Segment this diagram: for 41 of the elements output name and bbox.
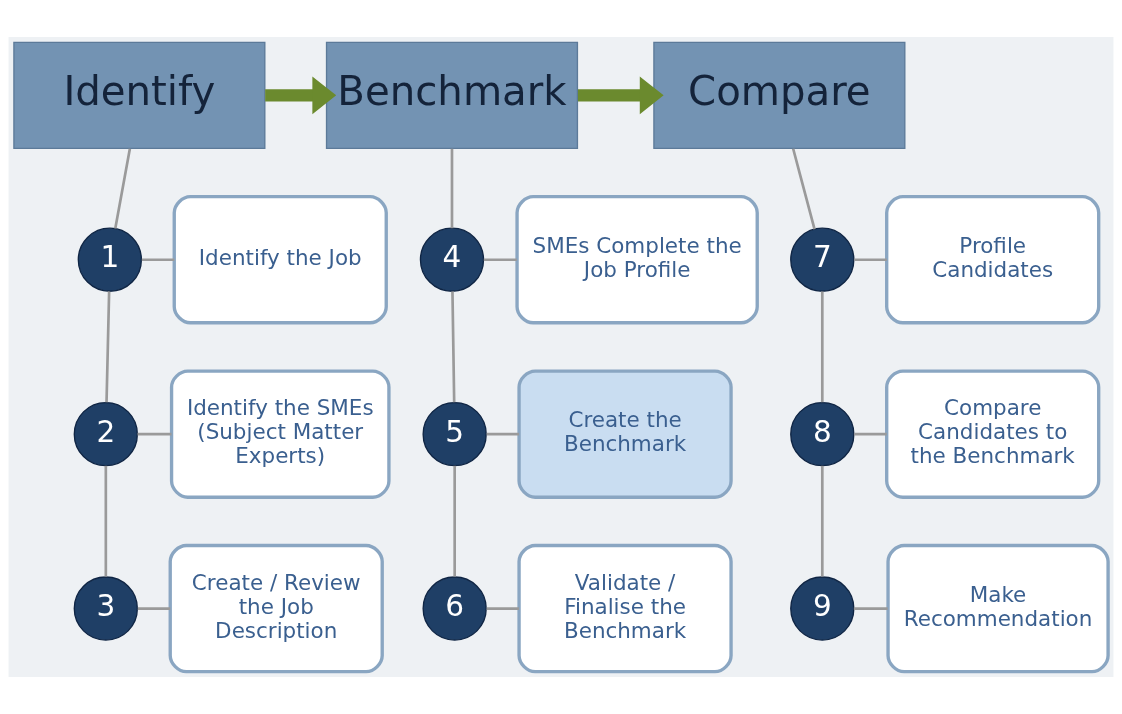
node-box: Validate / Finalise the Benchmark [517, 543, 733, 674]
node-box: Create / Review the Job Description [168, 543, 384, 674]
node-box: Profile Candidates [885, 195, 1101, 325]
node-box: Compare [653, 41, 906, 150]
connector [137, 607, 171, 610]
node-circle: 3 [73, 576, 138, 641]
node-box: Create the Benchmark [517, 369, 733, 499]
arrow [577, 76, 664, 115]
connector [853, 607, 888, 610]
connector [486, 432, 520, 436]
node-box: Compare Candidates to the Benchmark [885, 369, 1101, 499]
connector [453, 465, 456, 577]
connector [137, 432, 172, 436]
node-circle: 6 [422, 576, 487, 641]
connector [104, 465, 108, 577]
connector [791, 148, 816, 230]
node-box: Benchmark [325, 41, 579, 150]
connector [141, 258, 175, 262]
node-circle: 5 [422, 401, 487, 467]
connector [483, 258, 517, 262]
connector [451, 291, 456, 403]
node-box: Identify [13, 41, 266, 150]
node-circle: 9 [790, 576, 855, 641]
node-circle: 8 [790, 401, 855, 467]
node-circle: 2 [73, 401, 138, 467]
arrow [265, 76, 337, 115]
connector [854, 432, 887, 436]
node-box: SMEs Complete the Job Profile [515, 195, 759, 325]
connector [450, 148, 454, 229]
connector [105, 291, 111, 403]
connector [113, 148, 132, 229]
node-box: Make Recommendation [886, 543, 1110, 674]
node-box: Identify the SMEs (Subject Matter Experts) [169, 369, 391, 499]
node-circle: 7 [790, 227, 855, 292]
node-circle: 4 [419, 227, 485, 292]
node-box: Identify the Job [172, 195, 388, 325]
connector [854, 258, 887, 262]
connector [486, 607, 520, 610]
node-circle: 1 [77, 227, 143, 292]
connector [820, 465, 824, 577]
connector [820, 291, 824, 403]
